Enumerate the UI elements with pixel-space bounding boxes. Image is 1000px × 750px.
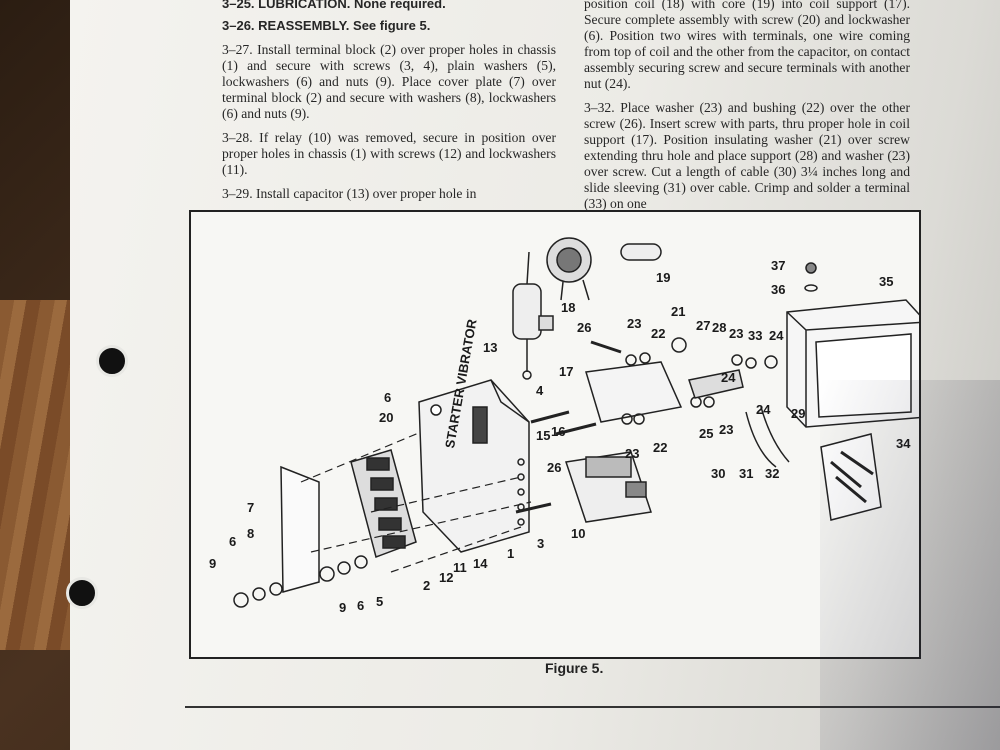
callout-26b: 26 [577,320,591,335]
washer-36 [804,284,818,292]
case-part [786,299,927,428]
callout-18: 18 [561,300,575,315]
left-text-column: 3–25. LUBRICATION. None required. 3–26. … [222,0,556,210]
callout-24: 24 [769,328,784,343]
core-part [620,243,662,261]
callout-35: 35 [879,274,893,289]
callout-6c: 6 [384,390,391,405]
callout-1: 1 [507,546,514,561]
screw-3 [515,502,552,514]
figure-caption: Figure 5. [545,660,604,676]
callout-27: 27 [696,318,710,333]
callout-34: 34 [896,436,911,451]
callout-17: 17 [559,364,573,379]
chassis-part [418,379,530,553]
callout-9: 9 [209,556,216,571]
washer-stack-middle [621,337,778,425]
screw-26 [555,422,597,436]
callout-29: 29 [791,406,805,421]
callout-36: 36 [771,282,785,297]
figure-5-frame: 9 6 8 7 9 6 5 2 12 11 14 1 3 10 6 20 4 1… [189,210,927,659]
callout-25: 25 [699,426,713,441]
binder-hole-bottom [66,577,98,609]
paragraph-3-29: 3–29. Install capacitor (13) over proper… [222,186,477,201]
callout-23: 23 [627,316,641,331]
callout-6: 6 [229,534,236,549]
exploded-view-diagram: 9 6 8 7 9 6 5 2 12 11 14 1 3 10 6 20 4 1… [209,237,927,615]
callout-4: 4 [536,383,544,398]
callout-5: 5 [376,594,383,609]
paragraph-3-32: 3–32. Place washer (23) and bushing (22)… [584,100,910,211]
assembly-guide-lines [300,431,532,573]
callout-21: 21 [671,304,685,319]
callout-30: 30 [711,466,725,481]
callout-20: 20 [379,410,393,425]
callout-7: 7 [247,500,254,515]
callout-23b: 23 [729,326,743,341]
callout-28: 28 [712,320,726,335]
right-text-column: position coil (18) with core (19) into c… [584,0,910,220]
callout-15: 15 [536,428,550,443]
callout-10: 10 [571,526,585,541]
screw-26-top [590,340,622,354]
callout-37: 37 [771,258,785,273]
callout-14: 14 [473,556,488,571]
paragraph-3-28: 3–28. If relay (10) was removed, secure … [222,130,556,177]
cover-plate-part [280,465,320,593]
callout-26: 26 [547,460,561,475]
callout-8: 8 [247,526,254,541]
cable-part [745,411,777,468]
coil-support-part [585,361,683,423]
callout-2: 2 [423,578,430,593]
callout-31: 31 [739,466,753,481]
callout-23c: 23 [625,446,639,461]
coil-part [546,237,592,301]
callout-12: 12 [439,570,453,585]
lubrication-heading: 3–25. LUBRICATION. None required. [222,0,446,11]
binder-hole-top [96,345,128,377]
callout-19: 19 [656,270,670,285]
paragraph-3-27: 3–27. Install terminal block (2) over pr… [222,42,556,121]
callout-13: 13 [483,340,497,355]
callout-11: 11 [453,560,467,575]
terminal-block-part [350,449,417,558]
callout-24c: 24 [756,402,771,417]
callout-23d: 23 [719,422,733,437]
callout-3: 3 [537,536,544,551]
screw-4 [530,410,570,424]
callout-33: 33 [748,328,762,343]
photo-shadow [820,380,1000,750]
callout-16: 16 [551,424,565,439]
screw-37 [805,262,817,274]
paragraph-3-31-continued: position coil (18) with core (19) into c… [584,0,910,91]
reassembly-heading: 3–26. REASSEMBLY. See figure 5. [222,18,431,33]
capacitor-part [512,251,554,380]
relay-part [565,451,652,523]
callout-24b: 24 [721,370,736,385]
callout-9b: 9 [339,600,346,615]
callout-22: 22 [651,326,665,341]
washer-stack-left [233,555,368,608]
callout-6b: 6 [357,598,364,613]
page-bottom-rule [185,706,1000,708]
callout-22b: 22 [653,440,667,455]
callout-32: 32 [765,466,779,481]
sleeving-part [760,406,790,463]
support-part [688,369,744,399]
